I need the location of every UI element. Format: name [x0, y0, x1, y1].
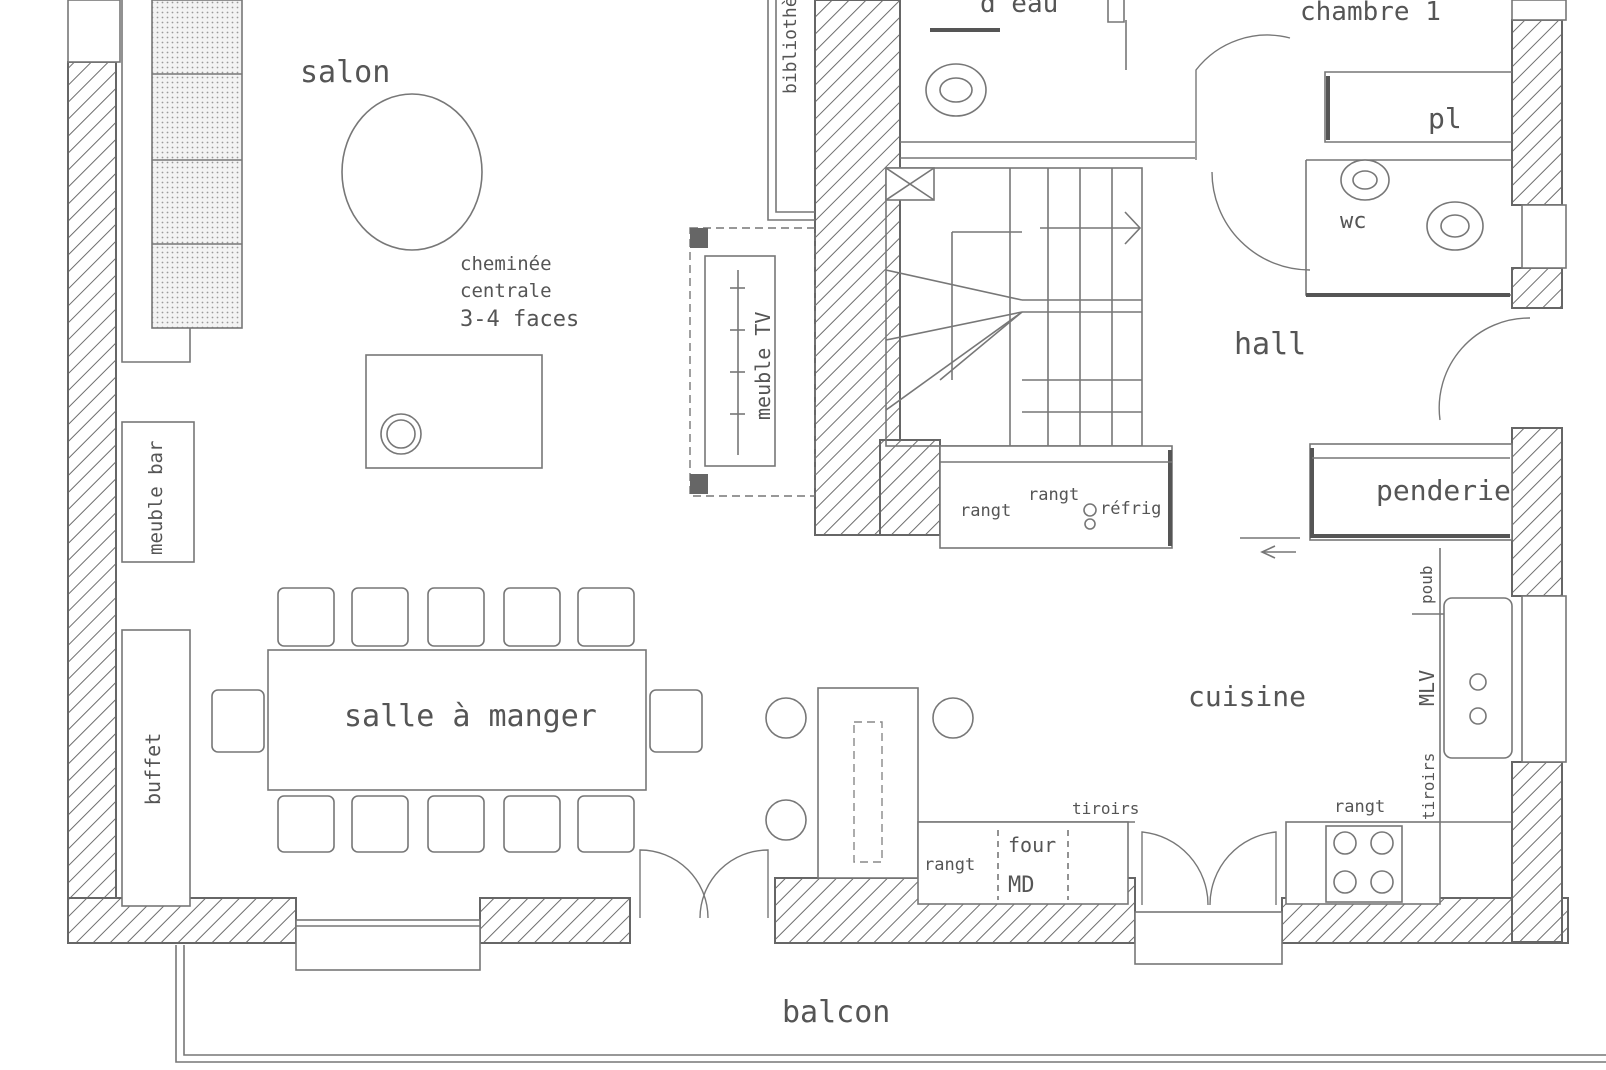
room-labels: salon d'eau chambre 1 pl wc hall penderi… — [300, 0, 1511, 1030]
balcony — [175, 945, 1606, 1063]
north-east-post — [1511, 0, 1567, 21]
label-salon: salon — [300, 55, 390, 90]
doors — [639, 34, 1531, 919]
storage-counter — [939, 445, 1173, 549]
east-wall-a — [1511, 19, 1563, 206]
label-cheminee-1: cheminée — [460, 253, 552, 275]
fireplace — [365, 354, 543, 469]
north-rooms — [900, 0, 1512, 297]
west-wall — [67, 61, 117, 903]
label-penderie: penderie — [1376, 474, 1511, 507]
label-rangt-d: rangt — [924, 855, 975, 875]
label-cheminee-3: 3-4 faces — [460, 307, 579, 332]
label-md: MD — [1008, 873, 1035, 898]
label-rangt-a: rangt — [960, 501, 1011, 521]
label-eau: d'eau — [980, 0, 1058, 19]
label-meuble-bar: meuble bar — [145, 441, 167, 555]
east-window-b — [1521, 595, 1567, 763]
label-meuble-tv: meuble TV — [751, 312, 775, 420]
label-rangt-c: rangt — [1334, 797, 1385, 817]
furniture-labels: bibliothè cheminée centrale 3-4 faces me… — [141, 0, 1439, 898]
label-tiroirs-right: tiroirs — [1419, 753, 1438, 820]
label-bibliotheque: bibliothè — [780, 0, 801, 94]
kitchen-counters — [917, 548, 1513, 905]
label-refrig: réfrig — [1100, 499, 1161, 519]
dining-table — [211, 587, 703, 853]
label-poub: poub — [1417, 565, 1436, 604]
east-wall-c — [1511, 427, 1563, 597]
label-balcon: balcon — [782, 995, 890, 1030]
tv-unit — [689, 227, 816, 497]
east-wall-b — [1511, 267, 1563, 309]
north-west-post — [67, 0, 121, 63]
buffet-unit — [121, 629, 191, 907]
round-table — [341, 93, 483, 251]
label-rangt-b: rangt — [1028, 485, 1079, 505]
south-wall-b — [479, 897, 631, 944]
label-buffet: buffet — [141, 733, 165, 805]
sofa — [121, 0, 243, 363]
penderie-closet — [1240, 443, 1513, 559]
label-cuisine: cuisine — [1188, 680, 1306, 713]
chairs-bottom — [277, 795, 635, 853]
balcon-window — [295, 919, 481, 971]
label-chambre: chambre 1 — [1300, 0, 1441, 27]
chairs-top — [277, 587, 635, 647]
label-tiroirs-mid: tiroirs — [1072, 799, 1139, 818]
kitchen-island — [765, 687, 974, 879]
label-wc: wc — [1340, 209, 1367, 234]
bibliotheque-shelf — [767, 0, 815, 221]
label-hall: hall — [1234, 327, 1306, 362]
east-wall-d — [1511, 761, 1563, 943]
south-opening — [1134, 911, 1283, 965]
label-pl: pl — [1428, 102, 1462, 135]
label-four: four — [1008, 833, 1056, 857]
staircase — [885, 167, 1143, 447]
meuble-bar — [121, 421, 195, 563]
label-mlv: MLV — [1415, 670, 1439, 706]
label-salle-a-manger: salle à manger — [344, 699, 597, 734]
central-wall-foot — [879, 439, 941, 536]
exterior-walls — [67, 0, 1569, 971]
east-window-a — [1521, 204, 1567, 269]
label-cheminee-2: centrale — [460, 280, 552, 302]
